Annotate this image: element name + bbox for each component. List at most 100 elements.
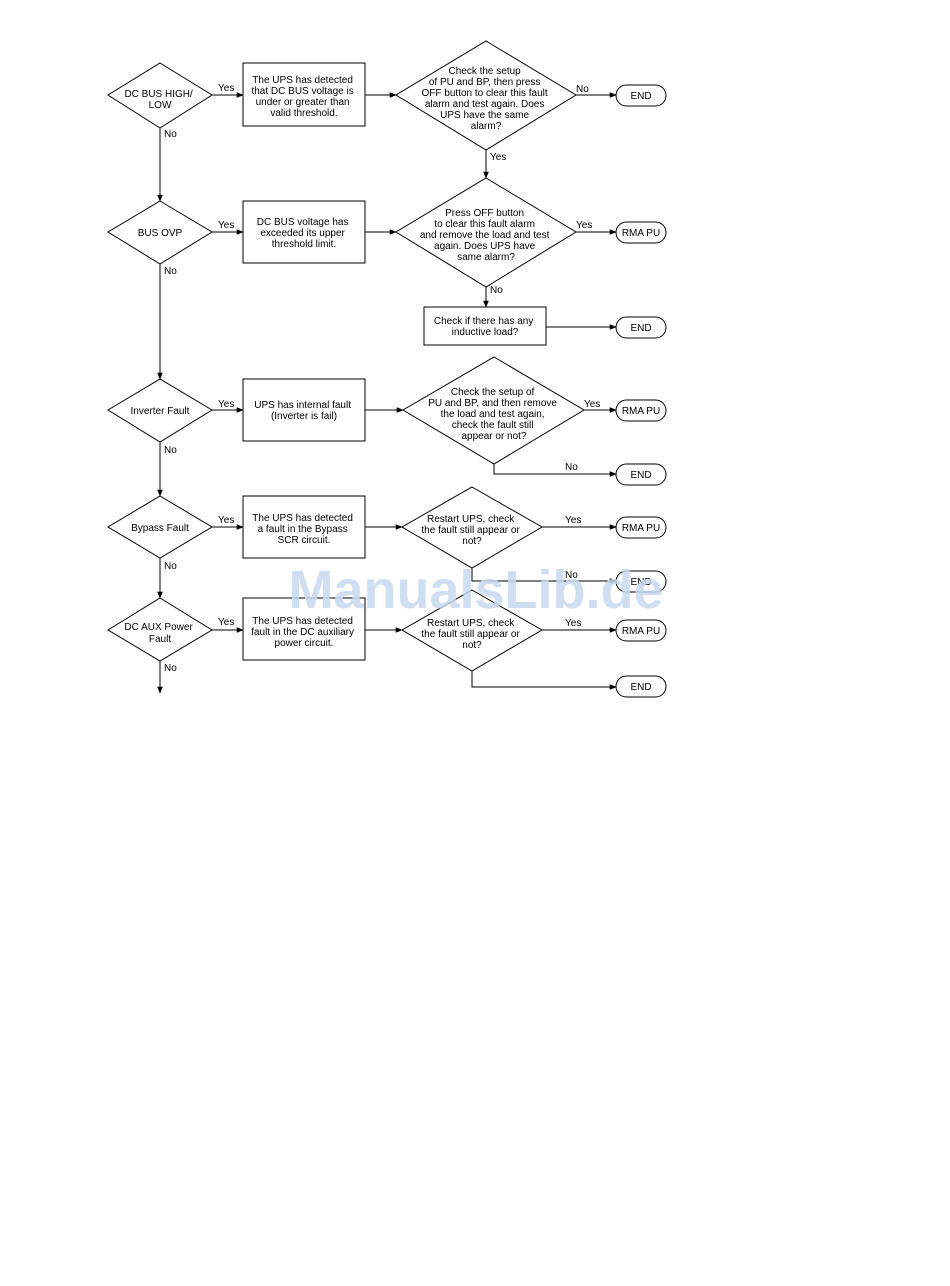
text-line: not? bbox=[462, 640, 482, 651]
node-text: Restart UPS, check the fault still appea… bbox=[421, 514, 522, 547]
edge-label: Yes bbox=[565, 515, 581, 526]
decision-diamond: Check the setup of PU and BP, and then r… bbox=[402, 356, 585, 465]
text-line: Check the setup bbox=[448, 66, 521, 77]
terminal-label: RMA PU bbox=[622, 406, 660, 417]
process-box: DC BUS voltage has exceeded its upper th… bbox=[242, 200, 366, 264]
text-line: PU and BP, and then remove bbox=[428, 398, 557, 409]
terminal-label: END bbox=[630, 470, 651, 481]
terminal-rma: RMA PU bbox=[615, 399, 667, 422]
text-line: appear or not? bbox=[461, 431, 526, 442]
watermark-text: ManualsLib.de bbox=[288, 560, 663, 620]
text-line: LOW bbox=[149, 100, 172, 111]
text-line: check the fault still bbox=[452, 420, 534, 431]
text-line: Bypass Fault bbox=[131, 523, 189, 534]
node-text: Press OFF button to clear this fault ala… bbox=[420, 208, 552, 263]
node-text: The UPS has detected that DC BUS voltage… bbox=[251, 75, 356, 119]
text-line: the fault still appear or bbox=[421, 525, 520, 536]
node-text: DC AUX Power Fault bbox=[124, 622, 195, 645]
text-line: (Inverter is fail) bbox=[271, 411, 337, 422]
terminal-rma: RMA PU bbox=[615, 619, 667, 642]
terminal-end: END bbox=[615, 675, 667, 698]
text-line: exceeded its upper bbox=[260, 228, 345, 239]
text-line: DC AUX Power bbox=[124, 622, 193, 633]
text-line: DC BUS voltage has bbox=[257, 217, 349, 228]
text-line: DC BUS HIGH/ bbox=[124, 89, 193, 100]
decision-diamond: DC BUS HIGH/ LOW bbox=[107, 62, 213, 129]
edge-label: No bbox=[164, 445, 177, 456]
text-line: SCR circuit. bbox=[278, 535, 331, 546]
terminal-label: RMA PU bbox=[622, 523, 660, 534]
terminal-rma: RMA PU bbox=[615, 221, 667, 244]
node-text: The UPS has detected a fault in the Bypa… bbox=[252, 513, 355, 546]
text-line: of PU and BP, then press bbox=[429, 77, 541, 88]
decision-diamond: Inverter Fault bbox=[107, 378, 213, 443]
text-line: and remove the load and test bbox=[420, 230, 550, 241]
text-line: Restart UPS, check bbox=[427, 514, 515, 525]
edge-label: No bbox=[565, 570, 578, 581]
node-text: BUS OVP bbox=[138, 228, 183, 239]
decision-diamond: Press OFF button to clear this fault ala… bbox=[395, 177, 577, 288]
edge-labels: Yes No No Yes Yes No Yes No Yes No Yes N… bbox=[164, 83, 600, 674]
text-line: alarm and test again. Does bbox=[425, 99, 545, 110]
decision-diamond: BUS OVP bbox=[107, 200, 213, 265]
process-box: The UPS has detected a fault in the Bypa… bbox=[242, 495, 366, 559]
terminal-end: END bbox=[615, 570, 667, 593]
terminal-rma: RMA PU bbox=[615, 516, 667, 539]
text-line: UPS have the same bbox=[440, 110, 529, 121]
node-text: DC BUS voltage has exceeded its upper th… bbox=[257, 217, 352, 250]
node-text: UPS has internal fault (Inverter is fail… bbox=[254, 400, 354, 422]
decision-diamond: Restart UPS, check the fault still appea… bbox=[401, 589, 543, 672]
text-line: The UPS has detected bbox=[252, 616, 353, 627]
node-text: DC BUS HIGH/ LOW bbox=[124, 89, 195, 111]
node-text: Inverter Fault bbox=[131, 406, 190, 417]
edge-label: No bbox=[164, 266, 177, 277]
text-line: inductive load? bbox=[452, 327, 519, 338]
edge-label: Yes bbox=[490, 152, 506, 163]
node-text: The UPS has detected fault in the DC aux… bbox=[251, 616, 357, 649]
terminal-label: END bbox=[630, 323, 651, 334]
terminal-label: END bbox=[630, 577, 651, 588]
terminal-end: END bbox=[615, 316, 667, 339]
connector-q4-t7 bbox=[471, 568, 617, 584]
text-line: UPS has internal fault bbox=[254, 400, 351, 411]
process-box: The UPS has detected fault in the DC aux… bbox=[242, 597, 366, 661]
text-line: Check if there has any bbox=[434, 316, 534, 327]
text-line: OFF button to clear this fault bbox=[422, 88, 548, 99]
terminal-end: END bbox=[615, 463, 667, 486]
edge-label: Yes bbox=[218, 399, 234, 410]
text-line: again. Does UPS have bbox=[434, 241, 536, 252]
terminal-label: RMA PU bbox=[622, 626, 660, 637]
text-line: a fault in the Bypass bbox=[258, 524, 348, 535]
text-line: fault in the DC auxiliary bbox=[251, 627, 354, 638]
connectors bbox=[157, 92, 617, 694]
text-line: Inverter Fault bbox=[131, 406, 190, 417]
node-text: Bypass Fault bbox=[131, 523, 189, 534]
node-text: Check the setup of PU and BP, and then r… bbox=[428, 387, 560, 442]
node-text: Check if there has any inductive load? bbox=[434, 316, 536, 338]
text-line: BUS OVP bbox=[138, 228, 183, 239]
terminal-label: RMA PU bbox=[622, 228, 660, 239]
text-line: alarm? bbox=[471, 121, 502, 132]
text-line: The UPS has detected bbox=[252, 75, 353, 86]
text-line: valid threshold. bbox=[270, 108, 337, 119]
decision-diamond: Bypass Fault bbox=[107, 495, 213, 559]
text-line: power circuit. bbox=[275, 638, 334, 649]
text-line: not? bbox=[462, 536, 482, 547]
connector-q5-t9 bbox=[471, 671, 617, 690]
edge-label: Yes bbox=[218, 83, 234, 94]
decision-diamond: DC AUX Power Fault bbox=[107, 597, 213, 662]
edge-label: No bbox=[565, 462, 578, 473]
edge-label: Yes bbox=[576, 220, 592, 231]
text-line: to clear this fault alarm bbox=[434, 219, 535, 230]
terminal-label: END bbox=[630, 91, 651, 102]
text-line: same alarm? bbox=[457, 252, 515, 263]
text-line: under or greater than bbox=[256, 97, 350, 108]
text-line: Press OFF button bbox=[445, 208, 524, 219]
text-line: threshold limit. bbox=[272, 239, 336, 250]
text-line: Restart UPS, check bbox=[427, 618, 515, 629]
node-text: Restart UPS, check the fault still appea… bbox=[421, 618, 522, 651]
edge-label: No bbox=[164, 561, 177, 572]
edge-label: No bbox=[576, 84, 589, 95]
process-box: Check if there has any inductive load? bbox=[423, 306, 547, 346]
